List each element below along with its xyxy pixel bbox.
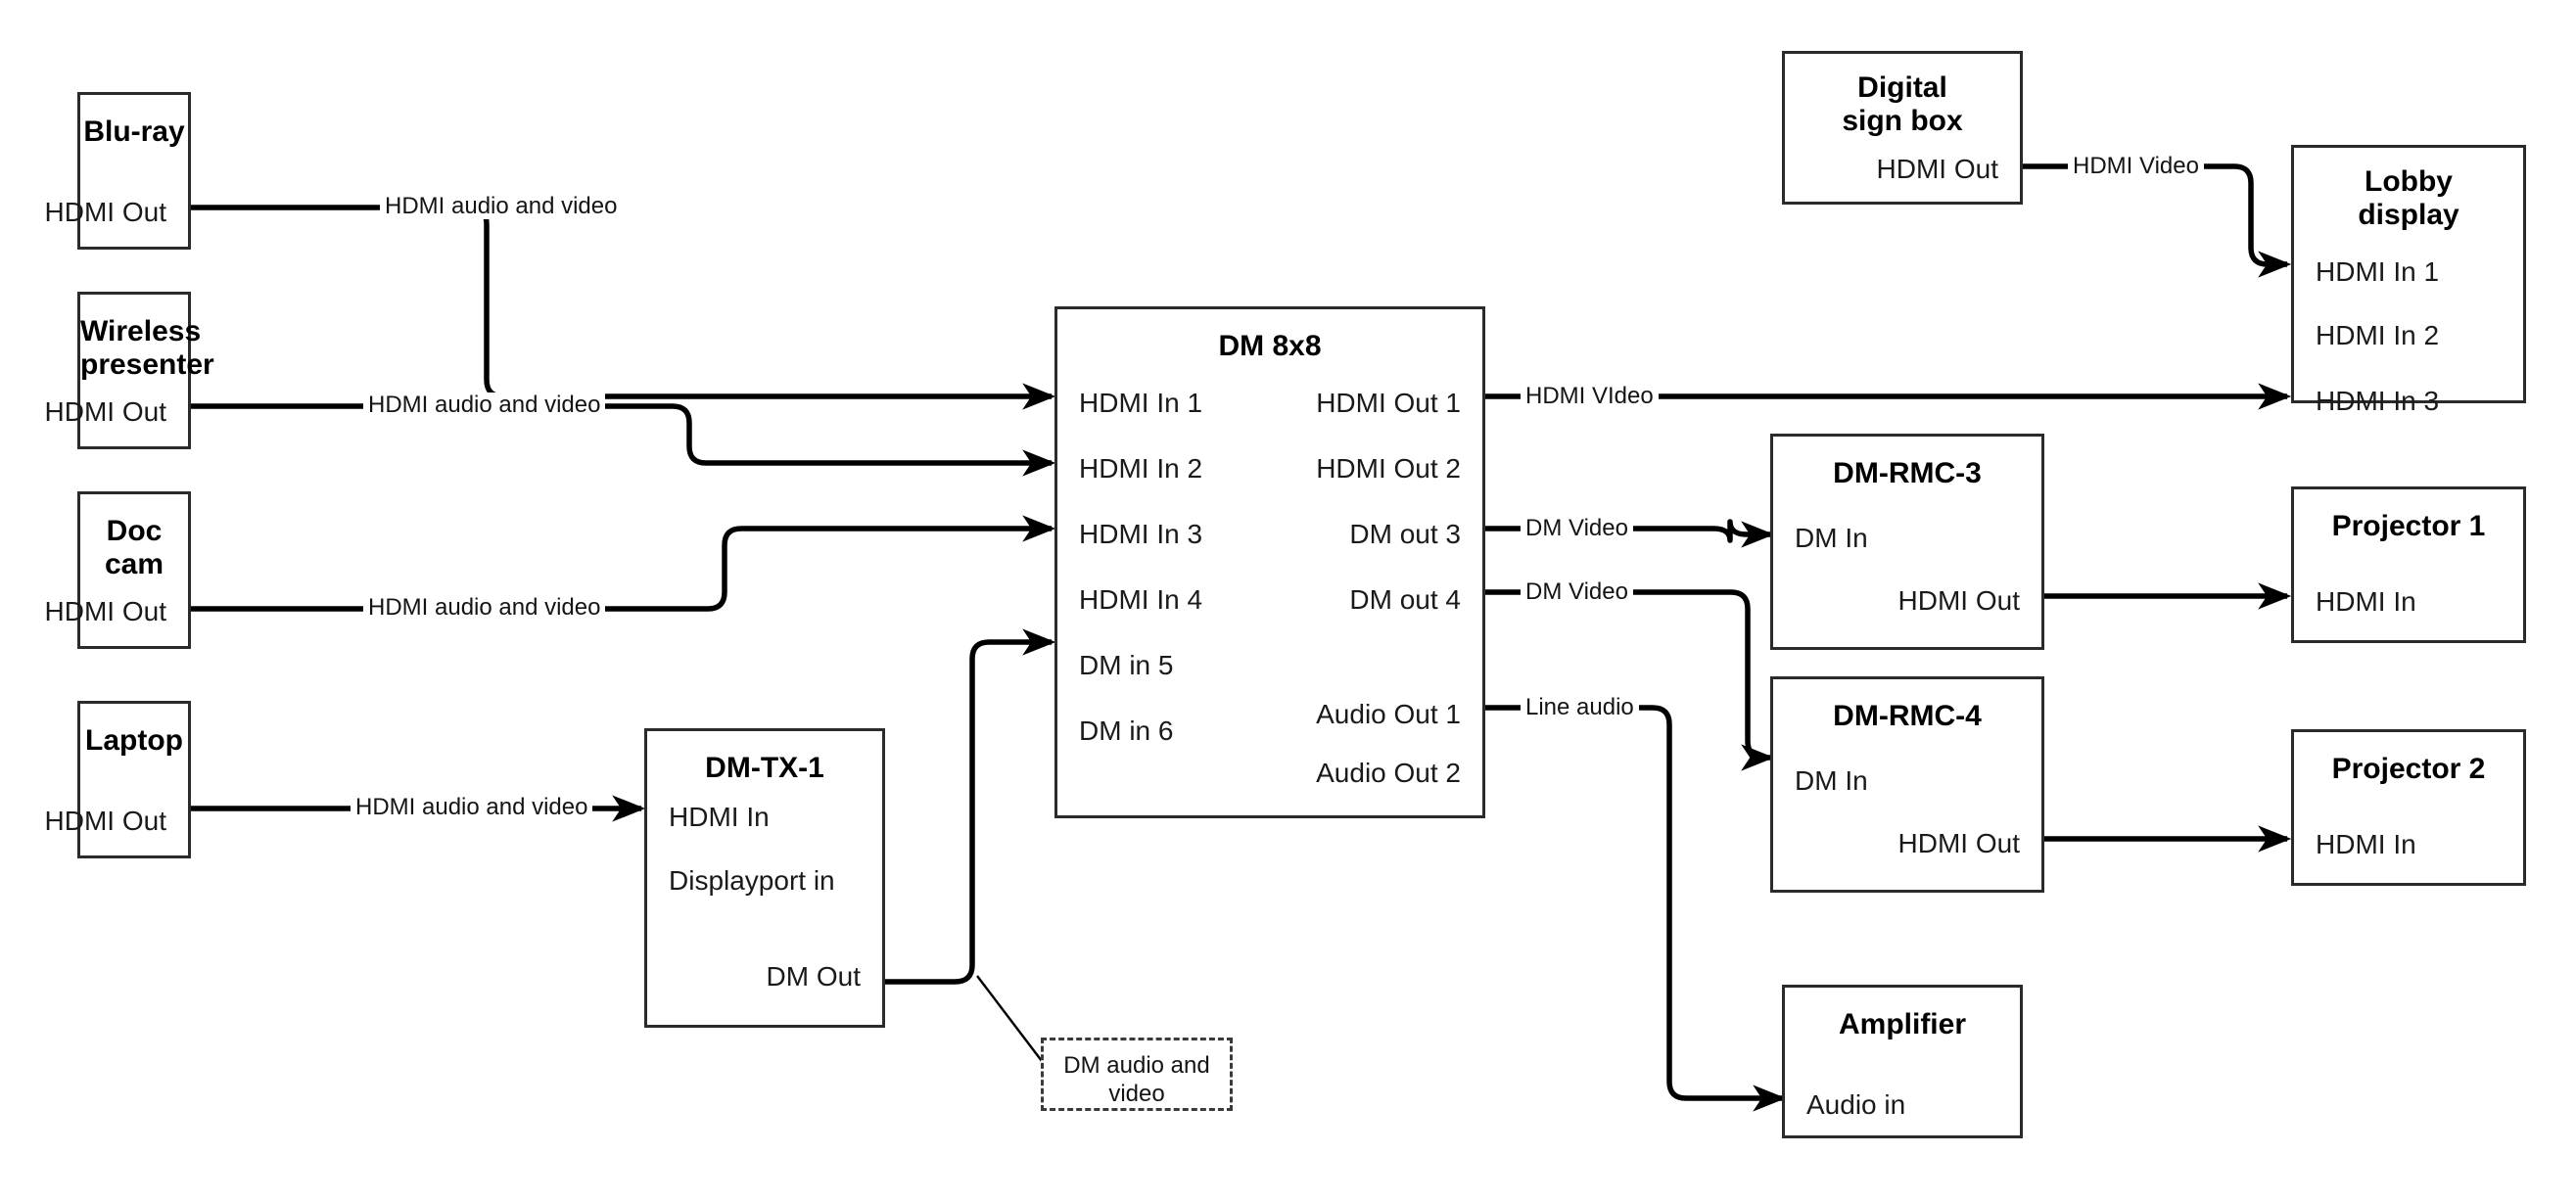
node-bluray-title: Blu-ray [83,115,185,148]
node-bluray[interactable]: Blu-ray HDMI Out [45,92,191,250]
node-dm-8x8-output-dm-out-4[interactable]: DM out 4 [1349,584,1461,615]
node-projector-2-port-hdmi-in[interactable]: HDMI In [2316,829,2416,859]
wire-bluray-to-dm-hdmi-in-1 [190,205,1056,410]
node-dm-rmc-4-title: DM-RMC-4 [1833,700,1982,732]
wire-dmtx1-to-dm-in-5 [884,628,1056,985]
node-dm-tx-1-title: DM-TX-1 [705,752,824,784]
node-dm-8x8-output-hdmi-out-1[interactable]: HDMI Out 1 [1316,388,1461,418]
node-dm-rmc-3-title: DM-RMC-3 [1833,457,1982,489]
node-projector-2-title: Projector 2 [2331,753,2486,785]
node-dm-8x8-input-hdmi-in-3[interactable]: HDMI In 3 [1079,519,1203,549]
node-bluray-port-hdmi-out[interactable]: HDMI Out [44,197,166,227]
edge-label-dm-hdmi-out1-to-lobby: HDMI VIdeo [1521,383,1659,410]
node-laptop-port-hdmi-out[interactable]: HDMI Out [44,806,166,836]
node-dm-8x8-output-hdmi-out-2[interactable]: HDMI Out 2 [1316,453,1461,484]
node-projector-1[interactable]: Projector 1 HDMI In [2291,486,2526,643]
node-dm-8x8[interactable]: DM 8x8 HDMI In 1 HDMI In 2 HDMI In 3 HDM… [1054,306,1485,818]
edge-label-bluray-to-dm: HDMI audio and video [380,193,623,220]
node-dm-8x8-input-dm-in-6[interactable]: DM in 6 [1079,716,1174,746]
node-digital-sign-box-port-hdmi-out[interactable]: HDMI Out [1876,154,1998,184]
node-dm-rmc-4-port-hdmi-out[interactable]: HDMI Out [1897,828,2020,858]
edge-label-dm-out3-to-rmc3: DM Video [1521,515,1633,542]
wire-signbox-to-lobby-in1 [2012,163,2292,278]
node-wireless-presenter[interactable]: Wireless presenter HDMI Out [45,292,214,449]
node-dm-rmc-4[interactable]: DM-RMC-4 DM In HDMI Out [1770,676,2044,893]
node-projector-2[interactable]: Projector 2 HDMI In [2291,729,2526,886]
node-digital-sign-box-title: Digital sign box [1842,71,1963,137]
node-doc-cam-port-hdmi-out[interactable]: HDMI Out [44,596,166,626]
callout-dm-audio-and-video: DM audio and video [1041,1038,1233,1111]
edge-label-doccam-to-dm: HDMI audio and video [363,594,606,622]
node-wireless-presenter-title: Wireless presenter [80,315,214,381]
node-lobby-display-port-hdmi-in-1[interactable]: HDMI In 1 [2316,256,2440,287]
edge-label-dm-out4-to-rmc4: DM Video [1521,578,1633,606]
node-dm-8x8-input-hdmi-in-4[interactable]: HDMI In 4 [1079,584,1203,615]
node-dm-8x8-title: DM 8x8 [1218,330,1322,362]
node-dm-8x8-output-dm-out-3[interactable]: DM out 3 [1349,519,1461,549]
node-laptop[interactable]: Laptop HDMI Out [45,701,191,858]
node-lobby-display-title: Lobby display [2358,165,2459,231]
node-dm-tx-1-port-hdmi-in[interactable]: HDMI In [669,802,770,832]
node-wireless-presenter-port-hdmi-out[interactable]: HDMI Out [44,396,166,427]
node-amplifier-port-audio-in[interactable]: Audio in [1806,1089,1906,1120]
wire-wireless-to-dm-hdmi-in-2 [190,403,1056,477]
node-lobby-display-port-hdmi-in-2[interactable]: HDMI In 2 [2316,320,2440,350]
node-dm-8x8-input-dm-in-5[interactable]: DM in 5 [1079,650,1174,680]
edge-label-dm-audio-out1-to-amplifier: Line audio [1521,694,1639,721]
node-dm-tx-1-port-dm-out[interactable]: DM Out [766,961,861,992]
wire-doccam-to-dm-hdmi-in-3 [190,515,1056,612]
node-dm-8x8-output-audio-out-2[interactable]: Audio Out 2 [1316,758,1461,788]
node-projector-1-port-hdmi-in[interactable]: HDMI In [2316,586,2416,617]
node-dm-rmc-3-port-hdmi-out[interactable]: HDMI Out [1897,585,2020,616]
node-dm-8x8-output-audio-out-1[interactable]: Audio Out 1 [1316,699,1461,729]
node-amplifier-title: Amplifier [1838,1008,1967,1040]
node-amplifier[interactable]: Amplifier Audio in [1782,985,2023,1138]
edge-label-laptop-to-dmtx1: HDMI audio and video [351,794,593,821]
node-lobby-display-port-hdmi-in-3[interactable]: HDMI In 3 [2316,386,2440,416]
edge-label-wireless-to-dm: HDMI audio and video [363,392,606,419]
wire-dm-out4-to-rmc4 [1484,589,1775,771]
node-doc-cam[interactable]: Doc cam HDMI Out [45,491,191,649]
node-lobby-display[interactable]: Lobby display HDMI In 1 HDMI In 2 HDMI I… [2291,145,2526,415]
node-dm-8x8-input-hdmi-in-2[interactable]: HDMI In 2 [1079,453,1203,484]
node-dm-tx-1[interactable]: DM-TX-1 HDMI In Displayport in DM Out [644,728,885,1028]
node-projector-1-title: Projector 1 [2331,510,2486,542]
node-dm-rmc-3-port-dm-in[interactable]: DM In [1795,523,1868,553]
callout-leader-line [976,975,1043,1062]
node-dm-rmc-4-port-dm-in[interactable]: DM In [1795,765,1868,796]
node-dm-rmc-3[interactable]: DM-RMC-3 DM In HDMI Out [1770,434,2044,650]
node-digital-sign-box[interactable]: Digital sign box HDMI Out [1782,51,2023,205]
node-laptop-title: Laptop [85,724,183,757]
wire-dm-audio-out1-to-amplifier [1484,705,1787,1112]
edge-label-signbox-to-lobby: HDMI Video [2068,153,2204,180]
node-dm-8x8-input-hdmi-in-1[interactable]: HDMI In 1 [1079,388,1203,418]
node-dm-tx-1-port-displayport-in[interactable]: Displayport in [669,865,835,896]
node-doc-cam-title: Doc cam [104,515,164,580]
